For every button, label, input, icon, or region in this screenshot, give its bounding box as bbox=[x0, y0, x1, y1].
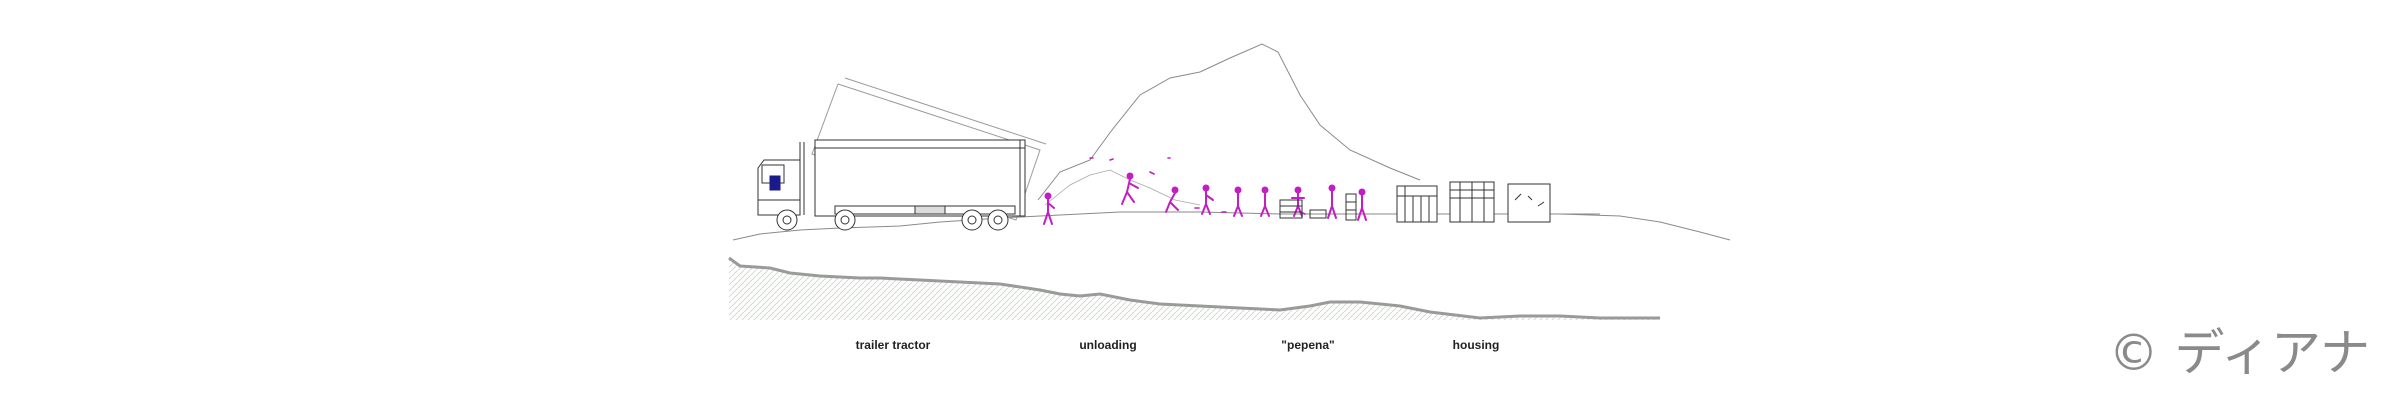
raised-trailer-outline bbox=[811, 77, 1047, 221]
mound-inner-slope bbox=[1044, 169, 1201, 206]
label-unloading: unloading bbox=[1079, 338, 1136, 352]
garbage-mound bbox=[1037, 43, 1421, 201]
picker-4 bbox=[1201, 184, 1214, 215]
soil-profile bbox=[729, 258, 1660, 320]
label-pepena: "pepena" bbox=[1281, 338, 1334, 352]
soil-profile-line bbox=[728, 256, 1660, 320]
picker-9 bbox=[1357, 188, 1367, 221]
picker-1 bbox=[1043, 192, 1055, 225]
picker-5 bbox=[1233, 186, 1243, 217]
picker-8 bbox=[1327, 184, 1337, 219]
picker-2 bbox=[1121, 172, 1139, 205]
trailer-tractor bbox=[757, 139, 1026, 231]
copyright-watermark: © ディアナ bbox=[2108, 324, 2370, 382]
picker-3 bbox=[1165, 186, 1179, 213]
waste-pickers bbox=[1043, 157, 1367, 225]
picker-6 bbox=[1260, 186, 1270, 217]
label-housing: housing bbox=[1453, 338, 1500, 352]
label-trailer-tractor: trailer tractor bbox=[856, 338, 931, 352]
housing-shacks bbox=[1396, 181, 1551, 223]
debris-pieces bbox=[1089, 157, 1306, 215]
sorting-stacks bbox=[1279, 193, 1357, 221]
